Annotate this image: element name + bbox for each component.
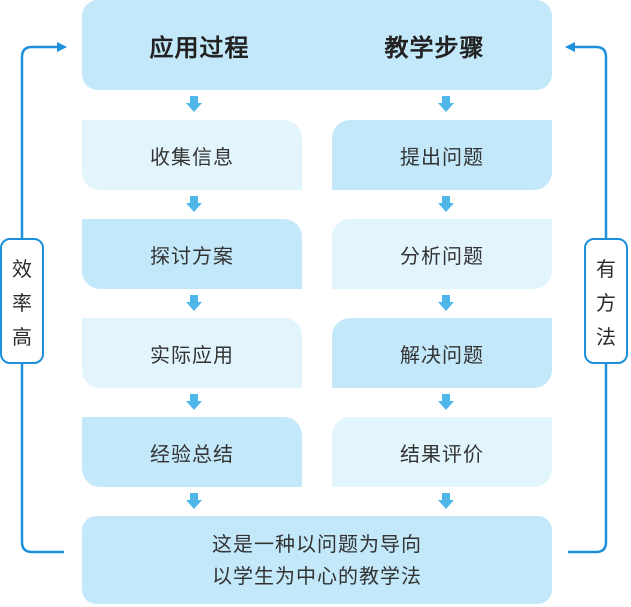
left-step-4-label: 经验总结 xyxy=(150,441,234,466)
right-step-2: 分析问题 xyxy=(332,219,552,289)
left-step-3: 实际应用 xyxy=(82,318,302,388)
left-side-label: 效 率 高 xyxy=(0,238,44,364)
footer-box: 这是一种以问题为导向 以学生为中心的教学法 xyxy=(82,516,552,604)
left-step-1-label: 收集信息 xyxy=(150,144,234,169)
left-step-1: 收集信息 xyxy=(82,120,302,190)
left-side-char-2: 率 xyxy=(12,290,32,315)
footer-line-2: 以学生为中心的教学法 xyxy=(212,564,422,588)
header-right-title: 教学步骤 xyxy=(384,33,485,62)
right-step-1: 提出问题 xyxy=(332,120,552,190)
right-step-1-label: 提出问题 xyxy=(400,144,484,169)
right-side-char-2: 方 xyxy=(596,290,616,315)
left-step-3-label: 实际应用 xyxy=(150,342,234,367)
left-side-char-1: 效 xyxy=(12,256,32,281)
right-step-4-label: 结果评价 xyxy=(400,441,484,466)
footer-line-1: 这是一种以问题为导向 xyxy=(212,532,422,556)
right-side-char-1: 有 xyxy=(596,256,616,281)
right-step-3: 解决问题 xyxy=(332,318,552,388)
right-side-label: 有 方 法 xyxy=(584,238,628,364)
left-side-char-3: 高 xyxy=(12,324,32,349)
right-step-2-label: 分析问题 xyxy=(400,243,484,268)
left-step-4: 经验总结 xyxy=(82,417,302,487)
header-left-title: 应用过程 xyxy=(149,33,250,62)
header-box: 应用过程 教学步骤 xyxy=(82,0,552,90)
right-step-4: 结果评价 xyxy=(332,417,552,487)
left-step-2-label: 探讨方案 xyxy=(150,243,234,268)
left-step-2: 探讨方案 xyxy=(82,219,302,289)
right-step-3-label: 解决问题 xyxy=(400,342,484,367)
right-side-char-3: 法 xyxy=(596,324,616,349)
